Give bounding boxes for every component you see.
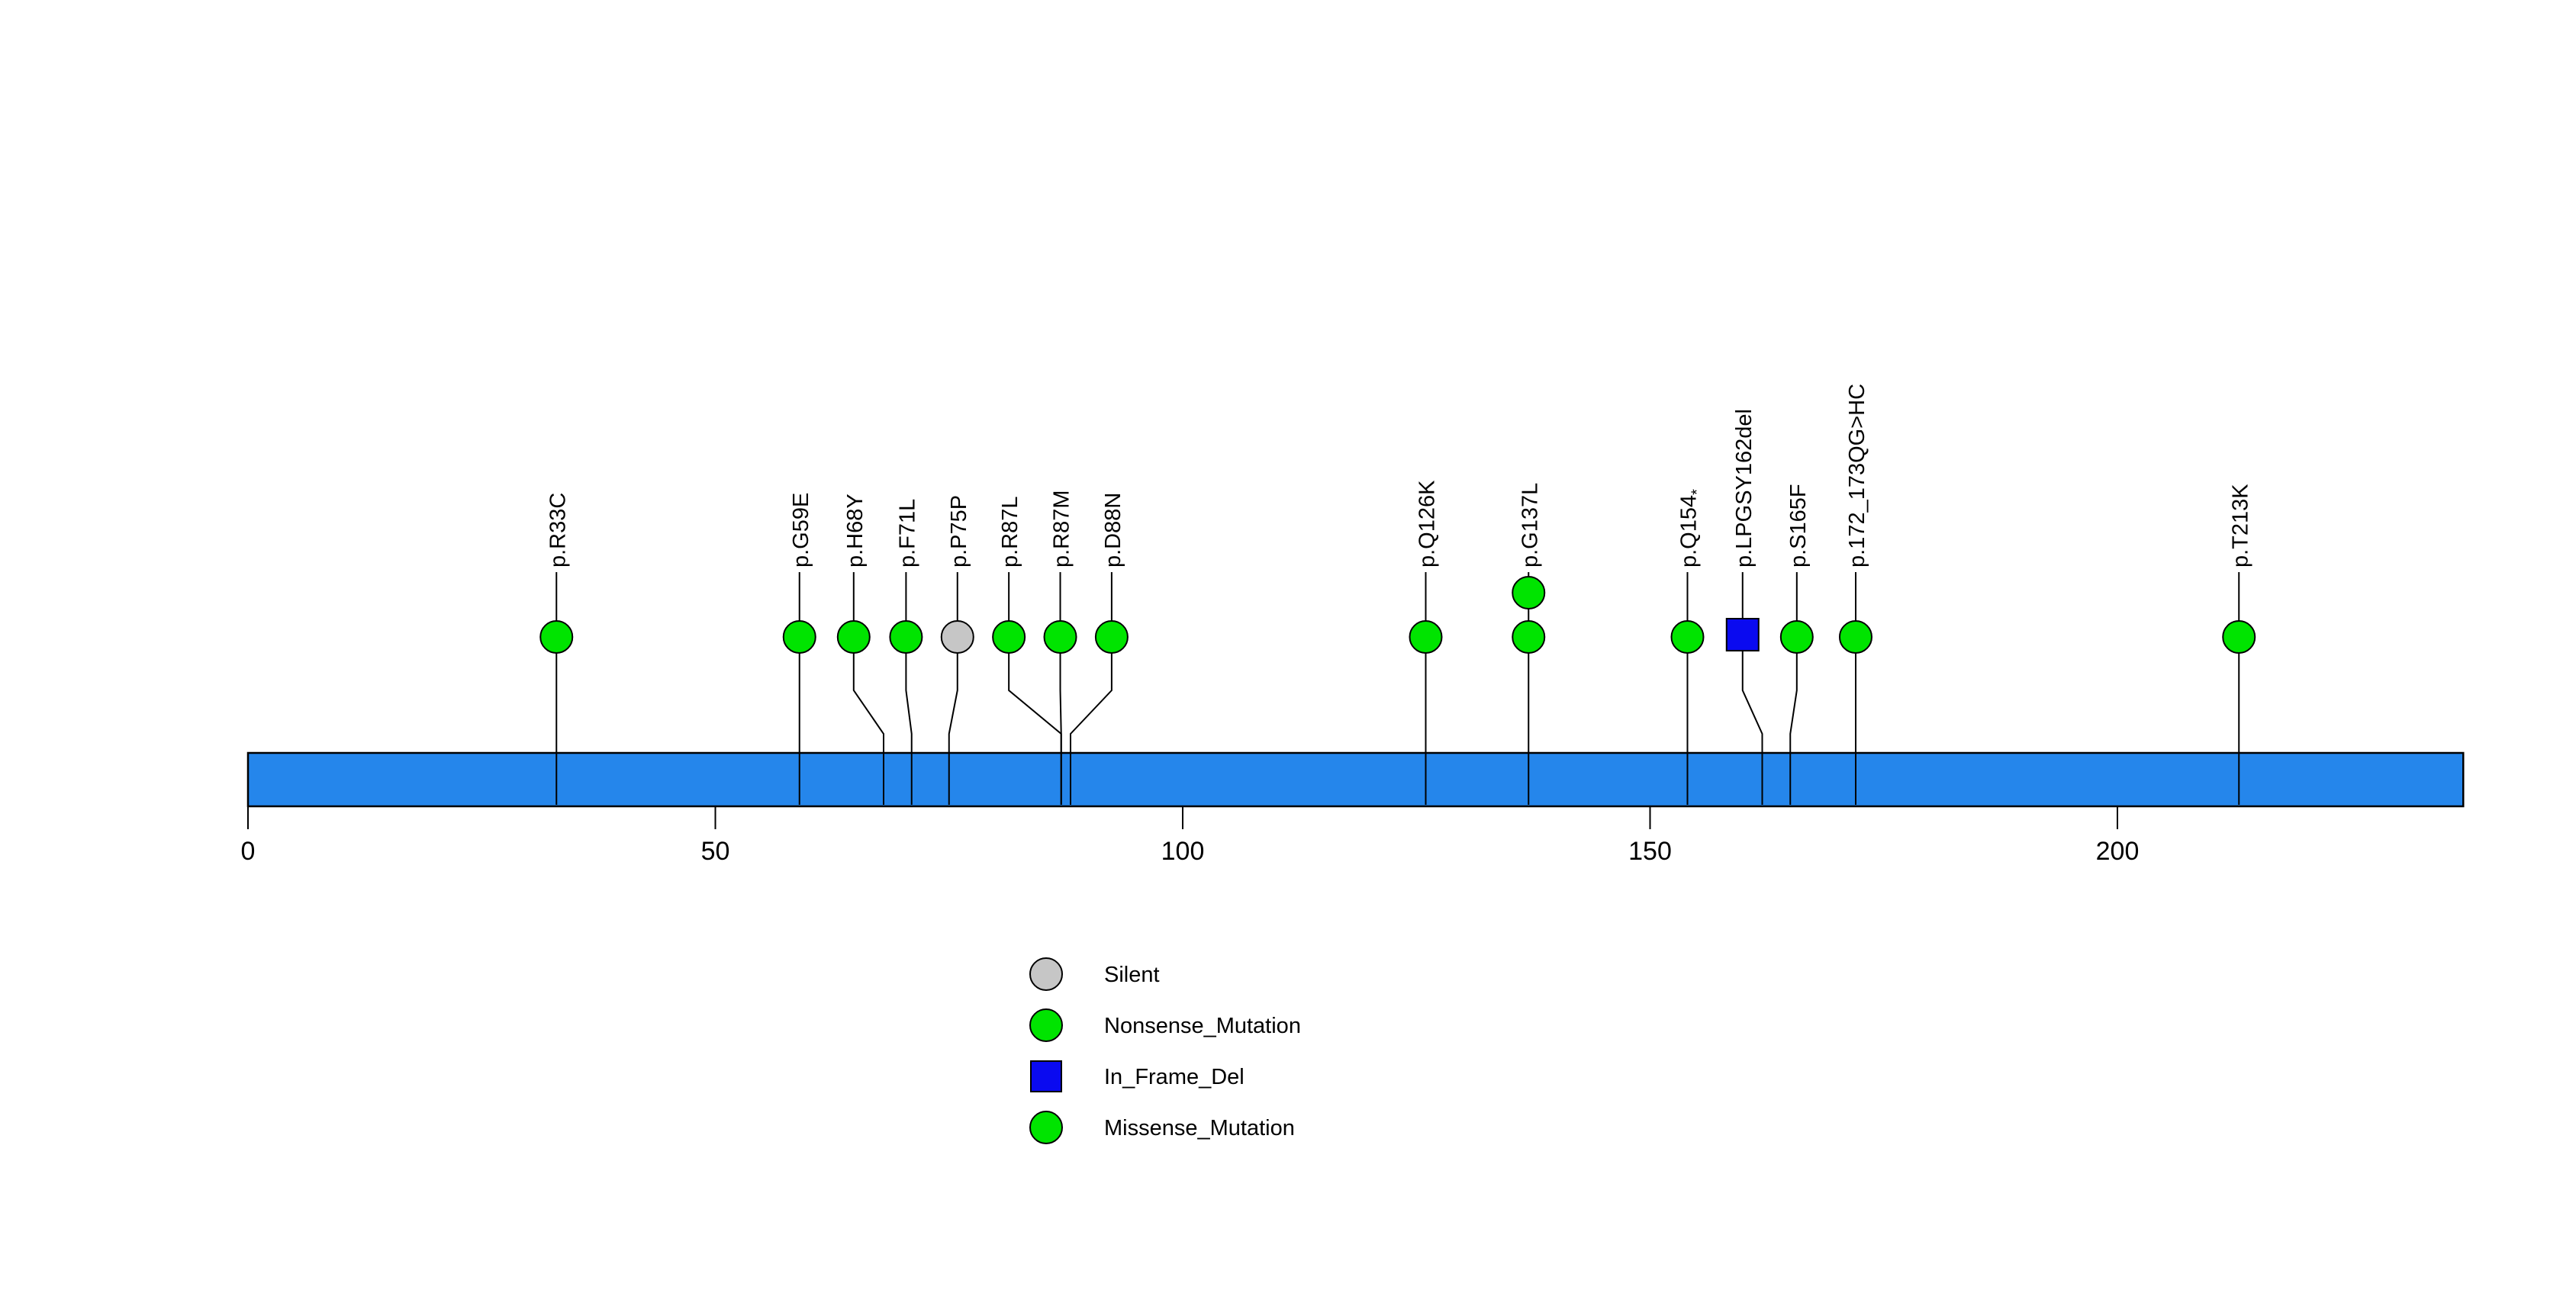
legend-label: Silent xyxy=(1104,963,1160,987)
mutation-marker-circle xyxy=(2222,620,2256,654)
mutation-label: p.G59E xyxy=(789,493,813,568)
mutation-label-text: p.Q154 xyxy=(1677,495,1702,568)
mutation-label: p.F71L xyxy=(895,499,919,568)
mutation-marker-circle xyxy=(1839,620,1872,654)
legend-label: In_Frame_Del xyxy=(1104,1065,1245,1089)
mutation-marker-circle xyxy=(1094,620,1129,654)
mutation-label-text: p.172_173QG>HC xyxy=(1845,384,1869,568)
mutation-label: p.S165F xyxy=(1786,484,1811,568)
mutation-label: p.172_173QG>HC xyxy=(1845,384,1869,568)
mutation-label-text: p.F71L xyxy=(895,499,919,568)
mutation-label-text: p.G59E xyxy=(789,493,813,568)
mutation-marker-circle xyxy=(1779,620,1814,654)
mutation-marker-circle xyxy=(1512,576,1546,610)
mutation-label: p.R87M xyxy=(1050,490,1074,568)
mutation-label: p.Q154* xyxy=(1677,489,1706,568)
mutation-label-text: p.LPGSY162del xyxy=(1732,409,1757,568)
mutation-marker-circle xyxy=(1670,620,1705,654)
mutation-label-text: p.G137L xyxy=(1518,483,1542,568)
mutation-marker-circle xyxy=(1043,620,1077,654)
mutation-label-star: * xyxy=(1689,489,1706,495)
axis-tick-label: 50 xyxy=(701,837,730,866)
mutation-marker-circle xyxy=(940,620,974,654)
mutation-label: p.P75P xyxy=(947,495,971,568)
legend-marker-circle xyxy=(1029,1008,1063,1042)
mutation-label-text: p.D88N xyxy=(1101,493,1125,568)
axis-tick-label: 0 xyxy=(241,837,256,866)
mutation-label: p.T213K xyxy=(2228,484,2252,568)
legend-marker-circle xyxy=(1029,1111,1063,1144)
mutation-label: p.H68Y xyxy=(843,494,868,568)
axis-tick-label: 200 xyxy=(2096,837,2140,866)
mutation-marker-circle xyxy=(1409,620,1443,654)
mutation-label: p.LPGSY162del xyxy=(1732,409,1757,568)
legend-label: Nonsense_Mutation xyxy=(1104,1014,1301,1038)
mutation-label: p.G137L xyxy=(1518,483,1542,568)
mutation-marker-square xyxy=(1725,618,1760,651)
axis-tick-label: 100 xyxy=(1161,837,1205,866)
mutation-marker-circle xyxy=(539,620,574,654)
mutation-marker-circle xyxy=(836,620,871,654)
mutation-label: p.Q126K xyxy=(1415,480,1440,568)
mutation-label-text: p.P75P xyxy=(947,495,971,568)
mutation-label: p.D88N xyxy=(1101,493,1125,568)
mutation-label-text: p.R87M xyxy=(1050,490,1074,568)
mutation-marker-circle xyxy=(889,620,923,654)
mutation-label-text: p.H68Y xyxy=(843,494,868,568)
mutation-label: p.R33C xyxy=(546,493,570,568)
mutation-label-text: p.R33C xyxy=(546,493,570,568)
legend-marker-circle xyxy=(1029,957,1063,991)
mutation-label-text: p.S165F xyxy=(1786,484,1811,568)
mutation-marker-circle xyxy=(782,620,816,654)
mutation-label-text: p.T213K xyxy=(2228,484,2252,568)
mutation-marker-circle xyxy=(992,620,1026,654)
mutation-label-text: p.R87L xyxy=(998,496,1022,568)
mutation-marker-circle xyxy=(1512,620,1546,654)
mutation-label: p.R87L xyxy=(998,496,1022,568)
protein-domain-bar xyxy=(246,751,2465,808)
mutation-label-text: p.Q126K xyxy=(1415,480,1440,568)
legend-marker-square xyxy=(1030,1060,1062,1092)
legend-label: Missense_Mutation xyxy=(1104,1116,1295,1140)
axis-tick-label: 150 xyxy=(1628,837,1672,866)
